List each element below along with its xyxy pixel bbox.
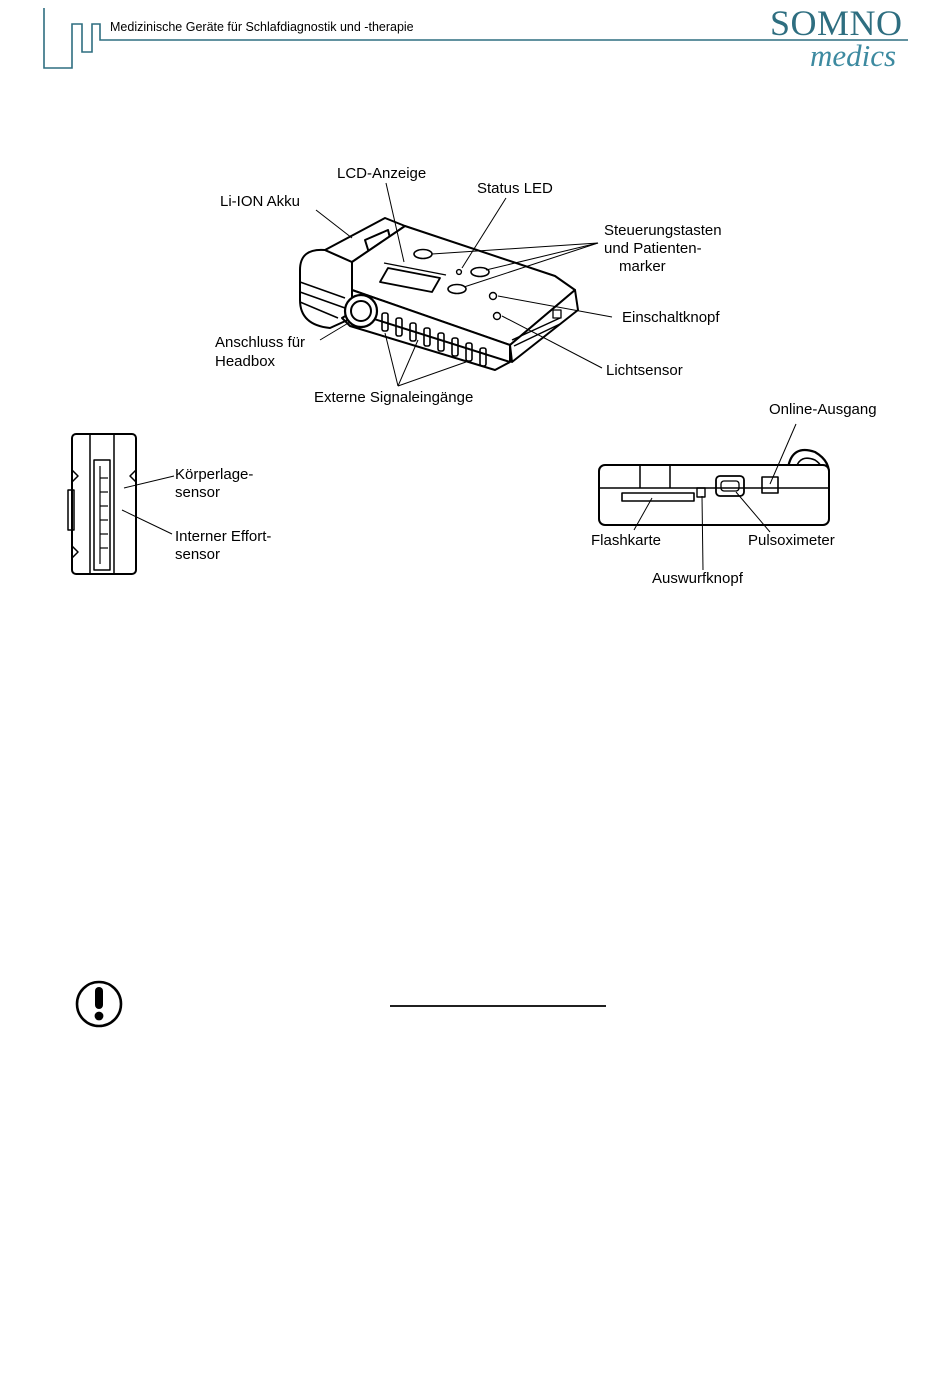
label-steuer-3: marker	[619, 258, 666, 275]
label-einschalt: Einschaltknopf	[622, 309, 720, 326]
header-subtitle: Medizinische Geräte für Schlafdiagnostik…	[110, 20, 414, 34]
label-anschluss-1: Anschluss für	[215, 334, 306, 351]
label-extern: Externe Signaleingänge	[314, 389, 474, 406]
label-anschluss-2: Headbox	[215, 353, 276, 370]
label-effort-1: Interner Effort-	[175, 528, 272, 545]
device-side-view-illustration	[67, 433, 137, 575]
label-steuer-2: und Patienten-	[604, 240, 702, 257]
device-rear-view-illustration	[598, 448, 830, 526]
leader-lines-main	[315, 182, 613, 387]
label-lcd: LCD-Anzeige	[337, 165, 427, 182]
label-status-led: Status LED	[477, 180, 553, 197]
logo-medics: medics	[810, 38, 897, 73]
label-akku: Li-ION Akku	[220, 193, 301, 210]
leader-lines-side	[121, 475, 175, 535]
exclamation-circle-icon	[75, 980, 123, 1028]
device-main-illustration	[299, 217, 579, 371]
label-auswurf: Auswurfknopf	[652, 570, 743, 587]
leader-lines-rear	[633, 423, 797, 571]
logo-somno: SOMNO	[770, 3, 903, 43]
label-steuer-1: Steuerungstasten	[604, 222, 722, 239]
label-effort-2: sensor	[175, 546, 221, 563]
label-licht: Lichtsensor	[606, 362, 683, 379]
label-online: Online-Ausgang	[769, 401, 877, 418]
label-koerper-1: Körperlage-	[175, 466, 254, 483]
label-koerper-2: sensor	[175, 484, 221, 501]
label-flash: Flashkarte	[591, 532, 662, 549]
label-pulso: Pulsoximeter	[748, 532, 835, 549]
header-mark-icon	[43, 8, 908, 69]
